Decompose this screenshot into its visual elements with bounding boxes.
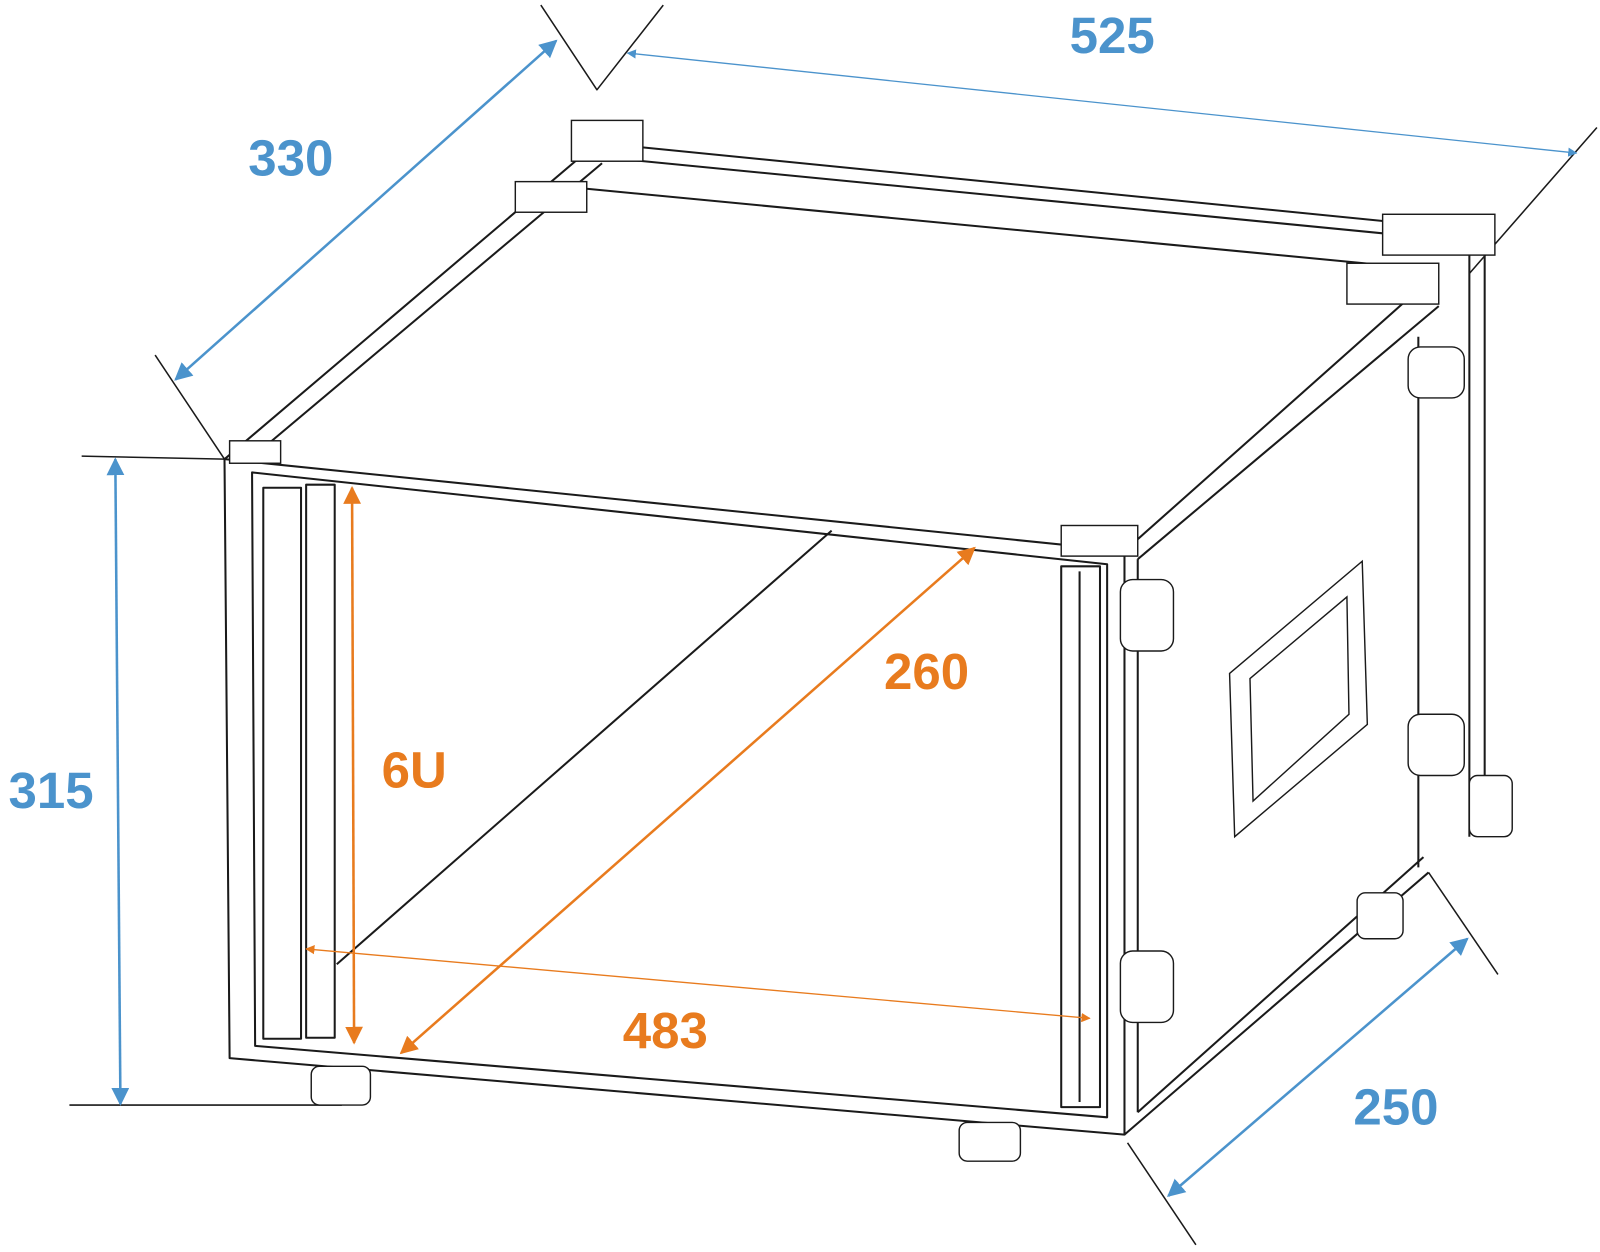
rack-depth-label: 260 — [884, 643, 969, 700]
latch-icon — [1119, 578, 1175, 652]
rack-units-arrow — [343, 485, 363, 1045]
lid-depth-arrow — [1167, 937, 1469, 1198]
rack-width-label: 483 — [623, 1002, 708, 1059]
inner-dimension-arrows — [305, 485, 1091, 1055]
lid-depth-label: 250 — [1353, 1078, 1438, 1135]
foot — [1356, 892, 1404, 940]
rack-depth-arrow — [399, 546, 976, 1055]
rack-width-arrow — [305, 945, 1091, 1023]
depth-label: 330 — [248, 130, 333, 187]
outer-dimension-arrows — [106, 39, 1578, 1198]
foot — [958, 1121, 1022, 1162]
latch-icon — [1119, 950, 1175, 1024]
foot — [1468, 774, 1513, 838]
latch-icon — [1407, 346, 1465, 399]
foot — [310, 1065, 372, 1106]
height-label: 315 — [8, 762, 93, 819]
height-arrow — [106, 457, 130, 1106]
latch-icon — [1407, 713, 1465, 777]
extension-lines — [69, 4, 1598, 1246]
rack-units-label: 6U — [382, 742, 447, 799]
width-label: 525 — [1070, 7, 1155, 64]
width-arrow — [626, 49, 1578, 157]
depth-arrow — [174, 39, 558, 381]
